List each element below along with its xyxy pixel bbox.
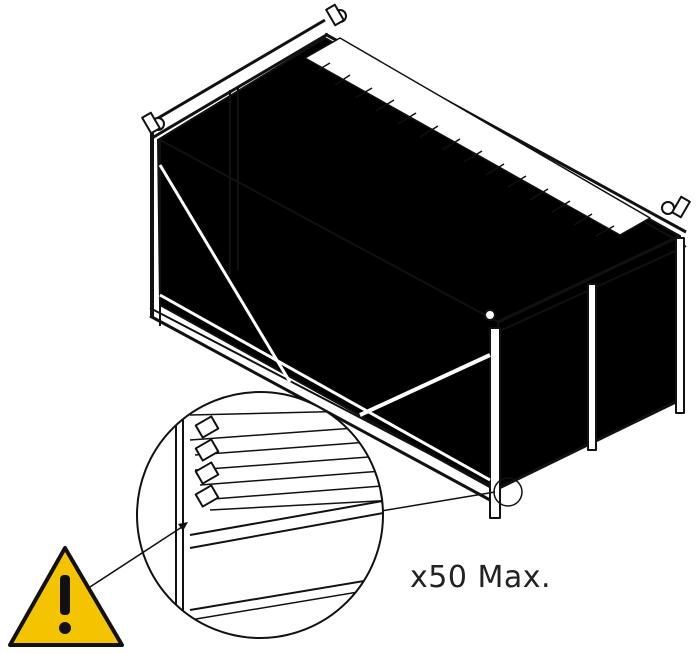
rack-frame <box>147 18 687 519</box>
warning-triangle-icon <box>8 546 124 647</box>
quantity-annotation: x50 Max. <box>410 560 552 595</box>
deck-slats <box>304 37 651 237</box>
magnified-detail <box>69 391 384 639</box>
detail-leader <box>374 477 523 513</box>
lifting-lugs <box>141 3 691 321</box>
